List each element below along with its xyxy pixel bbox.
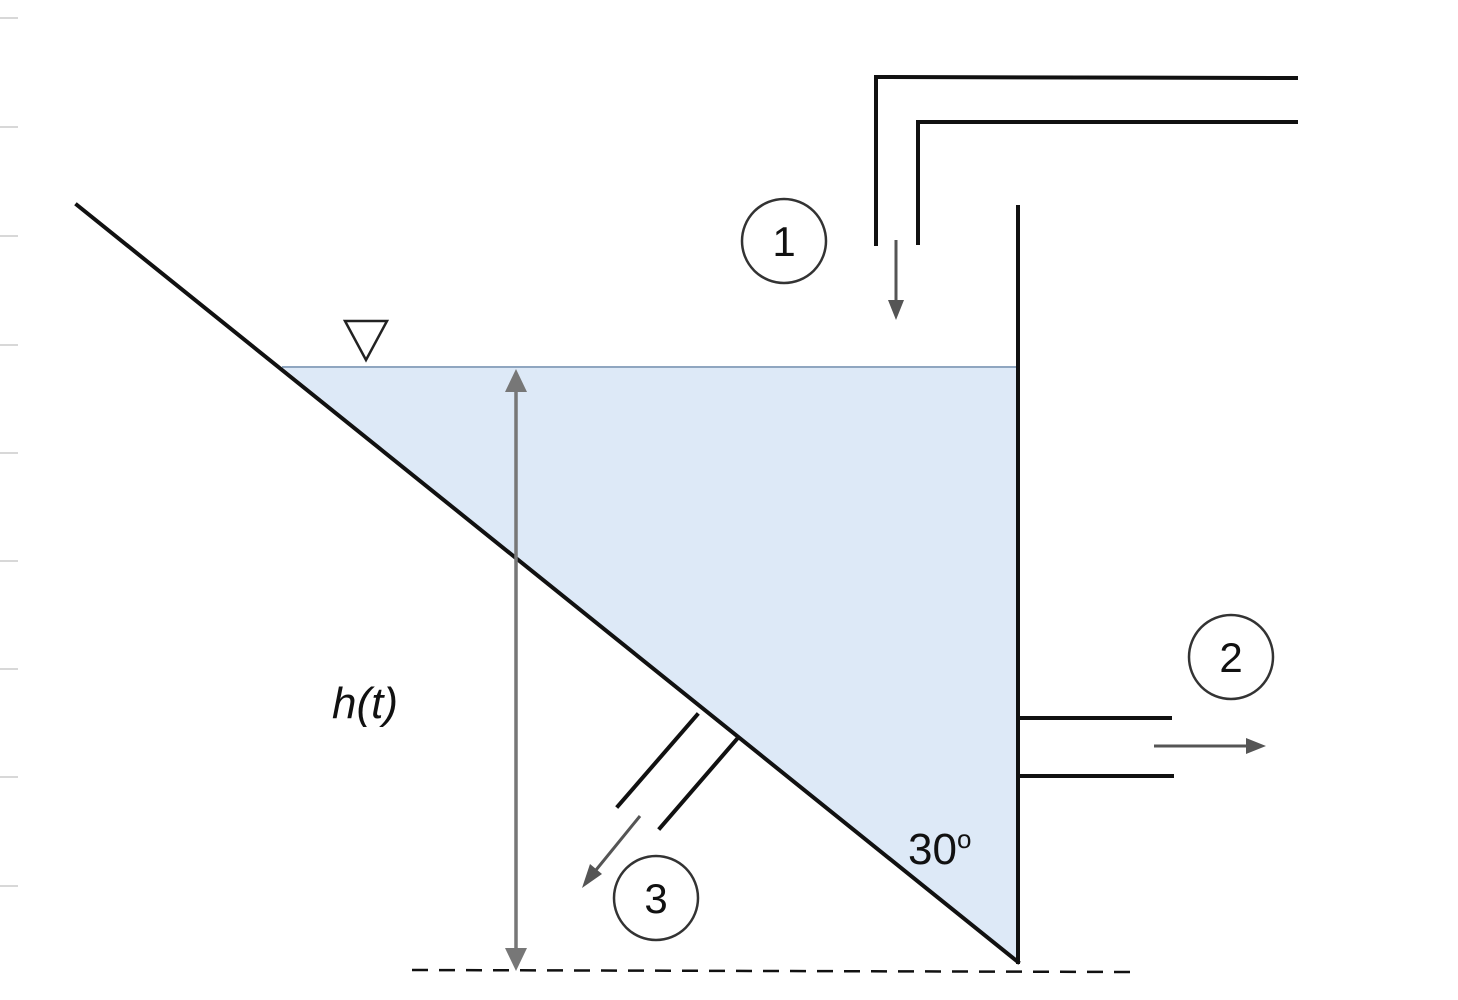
svg-text:1: 1	[772, 218, 795, 265]
datum-line	[411, 968, 1136, 974]
side-outlet-flow-arrow-icon	[1154, 738, 1266, 754]
svg-text:2: 2	[1219, 634, 1242, 681]
stream-marker-3: 3	[612, 854, 700, 942]
svg-text:3: 3	[644, 875, 667, 922]
angle-unit: o	[957, 824, 971, 854]
angle-label: 30o	[908, 824, 971, 874]
side-outlet-pipe	[1016, 716, 1174, 778]
height-label: h(t)	[332, 679, 398, 728]
bottom-outlet-flow-arrow-icon	[582, 815, 642, 888]
margin-ticks	[0, 17, 18, 887]
height-dimension	[505, 369, 527, 971]
inlet-pipe	[874, 74, 1299, 246]
stream-marker-1: 1	[740, 197, 828, 285]
inclined-wall	[74, 202, 1021, 965]
bottom-outlet-pipe	[615, 712, 740, 831]
inlet-flow-arrow-icon	[888, 240, 904, 320]
stream-marker-2: 2	[1187, 613, 1275, 701]
free-surface-triangle-icon	[342, 319, 390, 363]
